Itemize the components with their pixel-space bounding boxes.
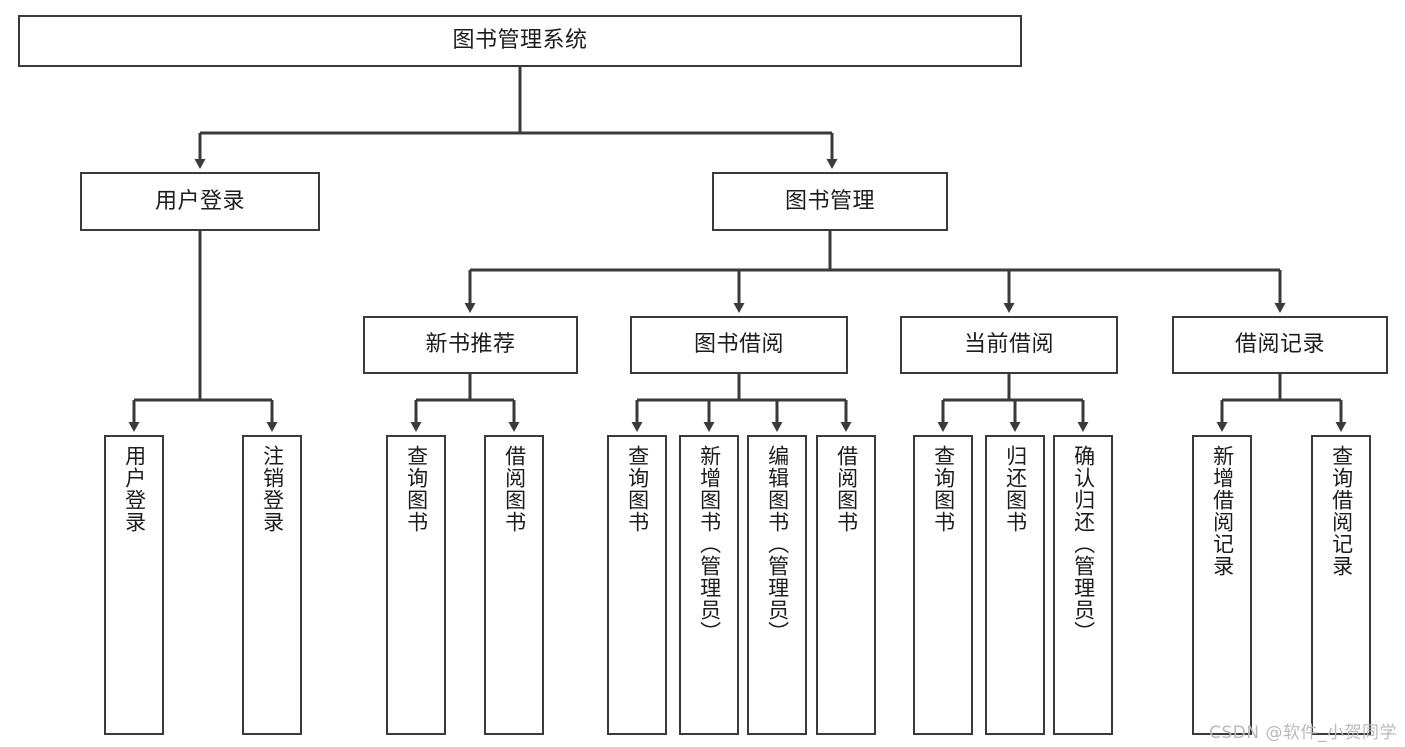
node-book-management-label: 图书管理 xyxy=(784,188,875,214)
node-root-label: 图书管理系统 xyxy=(452,28,588,54)
leaf-query-book-3[interactable]: 查询图书 xyxy=(913,435,973,735)
node-user-login[interactable]: 用户登录 xyxy=(80,172,320,231)
leaf-query-book-1[interactable]: 查询图书 xyxy=(386,435,446,735)
node-book-management[interactable]: 图书管理 xyxy=(712,172,948,231)
leaf-query-book-2[interactable]: 查询图书 xyxy=(607,435,667,735)
leaf-user-logout-label: 注销登录 xyxy=(260,445,285,533)
leaf-query-record-label: 查询借阅记录 xyxy=(1329,445,1354,577)
leaf-query-book-1-label: 查询图书 xyxy=(404,445,429,533)
leaf-user-login[interactable]: 用户登录 xyxy=(104,435,164,735)
leaf-add-book[interactable]: 新增图书（管理员） xyxy=(679,435,739,735)
node-borrow-record[interactable]: 借阅记录 xyxy=(1172,316,1388,374)
node-root[interactable]: 图书管理系统 xyxy=(18,15,1022,67)
leaf-borrow-book-1[interactable]: 借阅图书 xyxy=(484,435,544,735)
leaf-query-record[interactable]: 查询借阅记录 xyxy=(1311,435,1371,735)
leaf-add-record-label: 新增借阅记录 xyxy=(1210,445,1235,577)
leaf-borrow-book-2[interactable]: 借阅图书 xyxy=(816,435,876,735)
leaf-edit-book-label: 编辑图书（管理员） xyxy=(765,445,790,643)
node-book-borrow-label: 图书借阅 xyxy=(693,332,784,358)
leaf-add-book-label: 新增图书（管理员） xyxy=(697,445,722,643)
leaf-borrow-book-1-label: 借阅图书 xyxy=(502,445,527,533)
leaf-user-logout[interactable]: 注销登录 xyxy=(242,435,302,735)
node-current-borrow[interactable]: 当前借阅 xyxy=(900,316,1118,374)
leaf-borrow-book-2-label: 借阅图书 xyxy=(834,445,859,533)
leaf-user-login-label: 用户登录 xyxy=(122,445,147,533)
leaf-edit-book[interactable]: 编辑图书（管理员） xyxy=(747,435,807,735)
node-borrow-record-label: 借阅记录 xyxy=(1234,332,1325,358)
leaf-return-book[interactable]: 归还图书 xyxy=(985,435,1045,735)
node-user-login-label: 用户登录 xyxy=(154,188,245,214)
leaf-return-book-label: 归还图书 xyxy=(1003,445,1028,533)
node-new-book-recommend[interactable]: 新书推荐 xyxy=(363,316,578,374)
leaf-add-record[interactable]: 新增借阅记录 xyxy=(1192,435,1252,735)
watermark: CSDN @软件_小贺同学 xyxy=(1209,723,1397,743)
node-book-borrow[interactable]: 图书借阅 xyxy=(630,316,848,374)
node-current-borrow-label: 当前借阅 xyxy=(963,332,1054,358)
leaf-confirm-return-label: 确认归还（管理员） xyxy=(1071,445,1096,643)
leaf-query-book-2-label: 查询图书 xyxy=(625,445,650,533)
leaf-confirm-return[interactable]: 确认归还（管理员） xyxy=(1053,435,1113,735)
node-new-book-recommend-label: 新书推荐 xyxy=(425,332,516,358)
leaf-query-book-3-label: 查询图书 xyxy=(931,445,956,533)
